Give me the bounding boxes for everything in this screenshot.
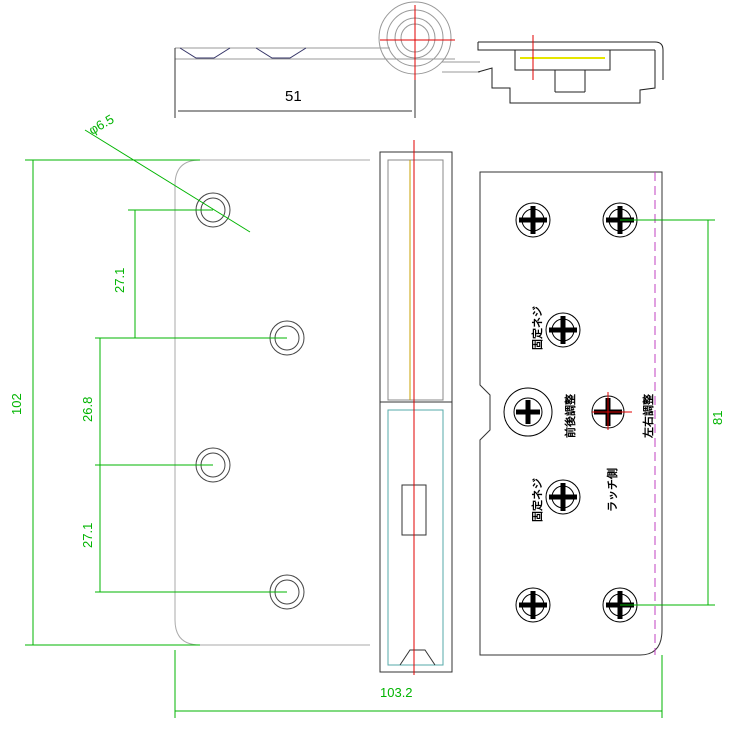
label-latch-side: ラッチ側 (605, 468, 619, 512)
dim-hole-diameter: φ6.5 (86, 111, 116, 137)
top-view (174, 1, 664, 118)
left-leaf (174, 159, 370, 646)
dim-pitch-2: 26.8 (80, 397, 95, 422)
hinge-knuckle (379, 140, 453, 675)
label-left-right-adjust: 左右調整 (641, 394, 655, 439)
dim-screw-pitch: 81 (710, 411, 725, 425)
label-fixing-screw-lower: 固定ネジ (530, 478, 544, 522)
right-leaf (479, 171, 663, 656)
dim-total-width: 103.2 (380, 685, 413, 700)
dimension-lines (25, 129, 715, 718)
dim-height: 102 (9, 393, 24, 415)
label-front-back-adjust: 前後調整 (563, 394, 577, 438)
dim-pitch-3: 27.1 (80, 523, 95, 548)
dim-top-width: 51 (285, 88, 302, 105)
screw-holes (195, 192, 305, 610)
dim-pitch-1: 27.1 (112, 268, 127, 293)
label-fixing-screw-upper: 固定ネジ (530, 306, 544, 350)
